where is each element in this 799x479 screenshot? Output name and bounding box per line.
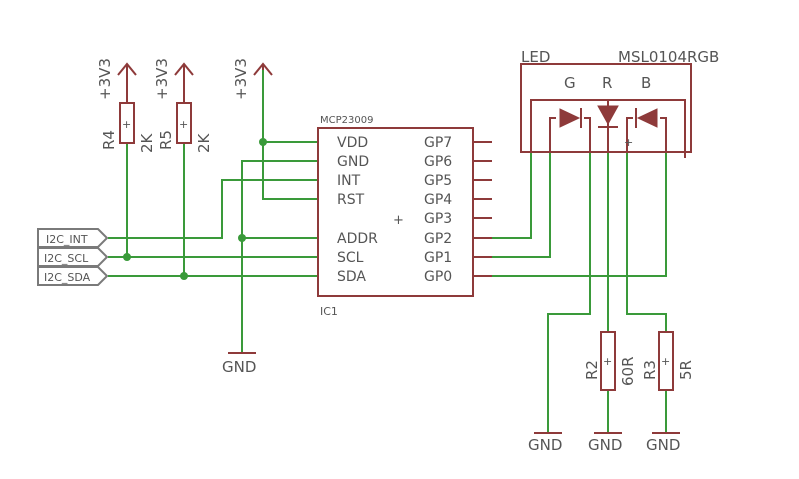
- port-i2c-int: I2C_INT: [37, 228, 109, 248]
- pin-addr: ADDR: [337, 231, 378, 247]
- port-i2c-sda: I2C_SDA: [37, 266, 109, 286]
- ground-label: GND: [222, 358, 256, 376]
- plus-mark: +: [661, 355, 670, 368]
- pin-sda: SDA: [337, 269, 366, 285]
- ground-label: GND: [588, 436, 622, 454]
- port-label: I2C_SCL: [44, 252, 89, 265]
- ic-center-mark: +: [393, 213, 404, 228]
- resistor-r3: + R3 5R: [641, 331, 695, 391]
- pin-gp0: GP0: [424, 269, 452, 285]
- pin-gp5: GP5: [424, 173, 452, 189]
- junction-dot: [259, 138, 267, 146]
- led-channel-g: G: [564, 74, 576, 92]
- resistor-value: 2K: [138, 132, 156, 153]
- junction-dot: [123, 253, 131, 261]
- resistor-value: 5R: [677, 360, 695, 380]
- resistor-value: 60R: [619, 356, 637, 386]
- port-i2c-scl: I2C_SCL: [37, 247, 109, 267]
- supply-label: +3V3: [232, 58, 250, 100]
- supply-r5: +3V3: [153, 58, 194, 103]
- pin-scl: SCL: [337, 250, 364, 266]
- resistor-name: R5: [157, 130, 175, 150]
- led-diode-r: [597, 105, 619, 126]
- led-msl0104rgb: LED MSL0104RGB G R B +: [520, 48, 719, 158]
- ground-ic: GND: [222, 352, 256, 376]
- resistor-r2: + R2 60R: [583, 331, 637, 391]
- ic-part-label: MCP23009: [320, 115, 373, 126]
- led-diode-b: [636, 108, 658, 128]
- port-label: I2C_SDA: [44, 271, 91, 284]
- plus-mark: +: [179, 118, 188, 131]
- pin-gnd: GND: [337, 154, 369, 170]
- resistor-name: R2: [583, 360, 601, 380]
- ground-led-g: GND: [528, 432, 562, 454]
- pin-gp4: GP4: [424, 192, 452, 208]
- junction-dot: [180, 272, 188, 280]
- pin-gp6: GP6: [424, 154, 452, 170]
- pin-gp1: GP1: [424, 250, 452, 266]
- led-channel-r: R: [602, 74, 612, 92]
- pin-gp7: GP7: [424, 135, 452, 151]
- ground-r2: GND: [588, 432, 622, 454]
- pin-gp3: GP3: [424, 211, 452, 227]
- supply-label: +3V3: [96, 58, 114, 100]
- ground-label: GND: [528, 436, 562, 454]
- resistor-name: R4: [100, 130, 118, 150]
- ic-mcp23009: MCP23009 IC1 + VDD GND INT RST ADDR SCL …: [317, 115, 492, 318]
- plus-mark: +: [122, 118, 131, 131]
- pin-vdd: VDD: [337, 135, 368, 151]
- wires: [108, 70, 667, 432]
- supply-r4: +3V3: [96, 58, 137, 103]
- pin-int: INT: [337, 173, 361, 189]
- plus-mark: +: [603, 355, 612, 368]
- plus-mark: +: [624, 136, 633, 149]
- resistor-r4: + R4 2K: [100, 102, 156, 153]
- pin-gp2: GP2: [424, 231, 452, 247]
- resistor-r5: + R5 2K: [157, 102, 213, 153]
- led-name-label: LED: [521, 48, 550, 66]
- supply-label: +3V3: [153, 58, 171, 100]
- junction-dot: [238, 234, 246, 242]
- ground-label: GND: [646, 436, 680, 454]
- port-label: I2C_INT: [46, 233, 88, 246]
- led-diode-g: [559, 108, 581, 128]
- resistor-name: R3: [641, 360, 659, 380]
- led-channel-b: B: [641, 74, 651, 92]
- ground-r3: GND: [646, 432, 680, 454]
- supply-ic: +3V3: [232, 58, 273, 100]
- resistor-value: 2K: [195, 132, 213, 153]
- ic-name-label: IC1: [320, 305, 338, 318]
- led-part-label: MSL0104RGB: [618, 48, 719, 66]
- pin-rst: RST: [337, 192, 365, 208]
- junction-dots: [123, 138, 267, 280]
